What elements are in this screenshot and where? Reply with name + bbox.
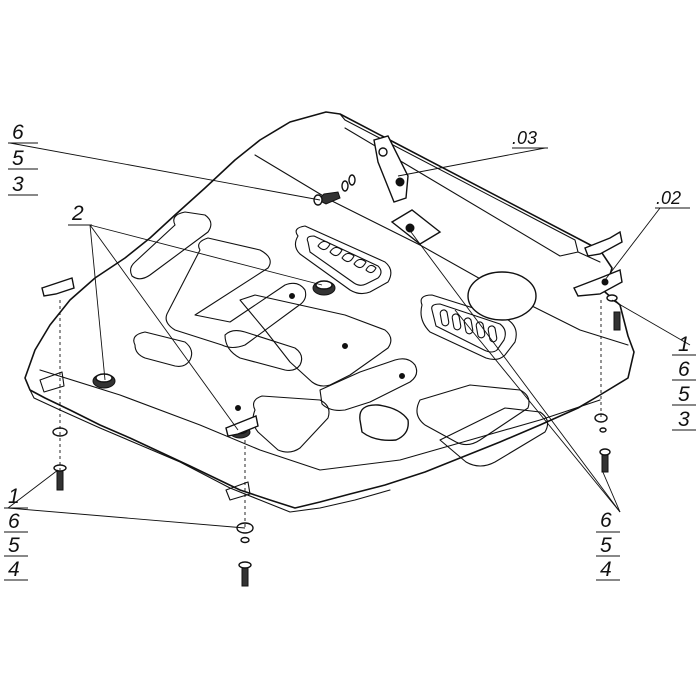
bushing-center — [312, 280, 336, 296]
rib-g — [252, 395, 330, 453]
rivets — [235, 293, 405, 411]
washer-2 — [599, 427, 607, 433]
skid-plate-lower-edge — [29, 389, 391, 513]
mount-slot-front — [225, 481, 251, 501]
callout-part-02: .02 — [655, 188, 690, 209]
crease-line-front — [39, 369, 601, 471]
callout-right-3: 3 — [678, 408, 690, 431]
fastener-right-stack — [594, 413, 611, 473]
callout-part-03: .03 — [512, 128, 548, 149]
rib-f — [319, 358, 418, 411]
callout-03-label: .03 — [512, 128, 537, 148]
leader-lines — [7, 142, 691, 529]
callout-02-label: .02 — [656, 188, 681, 208]
callout-top-left-1: 5 — [12, 147, 24, 170]
access-hole-small — [359, 404, 409, 442]
rib-c — [133, 331, 193, 367]
bracket-02 — [573, 230, 623, 297]
rib-b — [165, 237, 307, 349]
callout-right-2: 5 — [678, 383, 690, 406]
callout-2-label: 2 — [71, 202, 84, 225]
callout-part-2: 2 — [68, 202, 92, 226]
bracket-02-lower — [573, 269, 623, 297]
bracket-02-upper — [584, 230, 623, 257]
mount-slot-left — [39, 371, 65, 393]
washer-top-2 — [348, 174, 356, 186]
clip-front — [225, 415, 259, 437]
rear-flange — [339, 113, 601, 263]
callout-right-1: 6 — [678, 358, 690, 381]
bolt — [613, 311, 621, 331]
callout-top-left-2: 3 — [12, 173, 24, 196]
bracket-03-foot — [390, 209, 442, 245]
callout-bottom-left-0: 1 — [8, 485, 20, 508]
callout-bottom-right-2: 4 — [600, 558, 612, 581]
washer-2 — [240, 536, 250, 544]
rib-i — [439, 407, 549, 467]
callout-stack-bottom-right: 6 5 4 — [596, 509, 620, 581]
skid-plate-outline — [24, 111, 635, 509]
stamped-ribs — [129, 211, 549, 467]
bolt-head — [599, 448, 611, 456]
callout-bottom-left-3: 4 — [8, 558, 20, 581]
bracket-03-body — [373, 135, 409, 203]
bushing-left — [92, 373, 116, 389]
fastener-right-upper — [606, 294, 621, 331]
clip-left — [41, 277, 75, 297]
fastener-front-stack — [236, 522, 254, 587]
vent-frame-lower — [420, 294, 517, 361]
rib-d — [239, 294, 392, 387]
rib-a — [129, 211, 212, 280]
callout-right-0: 1 — [678, 333, 690, 356]
callout-stack-bottom-left: 1 6 5 4 — [4, 485, 28, 581]
vent-inner-upper — [306, 235, 382, 286]
washer-top-1 — [341, 180, 349, 192]
rib-h — [416, 384, 530, 446]
bolt-head — [238, 561, 252, 569]
callout-stack-right: 1 6 5 3 — [672, 333, 696, 431]
vent-group-upper — [294, 225, 392, 295]
callout-bottom-left-1: 6 — [8, 510, 20, 533]
washer — [606, 294, 618, 302]
vent-frame-upper — [294, 225, 392, 295]
assembly-axes — [59, 300, 602, 528]
crease-line-rear — [254, 154, 629, 346]
vent-slots-upper — [317, 240, 377, 274]
callout-top-left-0: 6 — [12, 121, 24, 144]
bracket-03 — [373, 135, 442, 245]
rib-e — [224, 329, 303, 371]
callout-bottom-left-2: 5 — [8, 534, 20, 557]
callout-bottom-right-0: 6 — [600, 509, 612, 532]
callout-stack-top-left: 6 5 3 — [8, 121, 38, 196]
access-hole-large — [467, 271, 537, 321]
callout-bottom-right-1: 5 — [600, 534, 612, 557]
